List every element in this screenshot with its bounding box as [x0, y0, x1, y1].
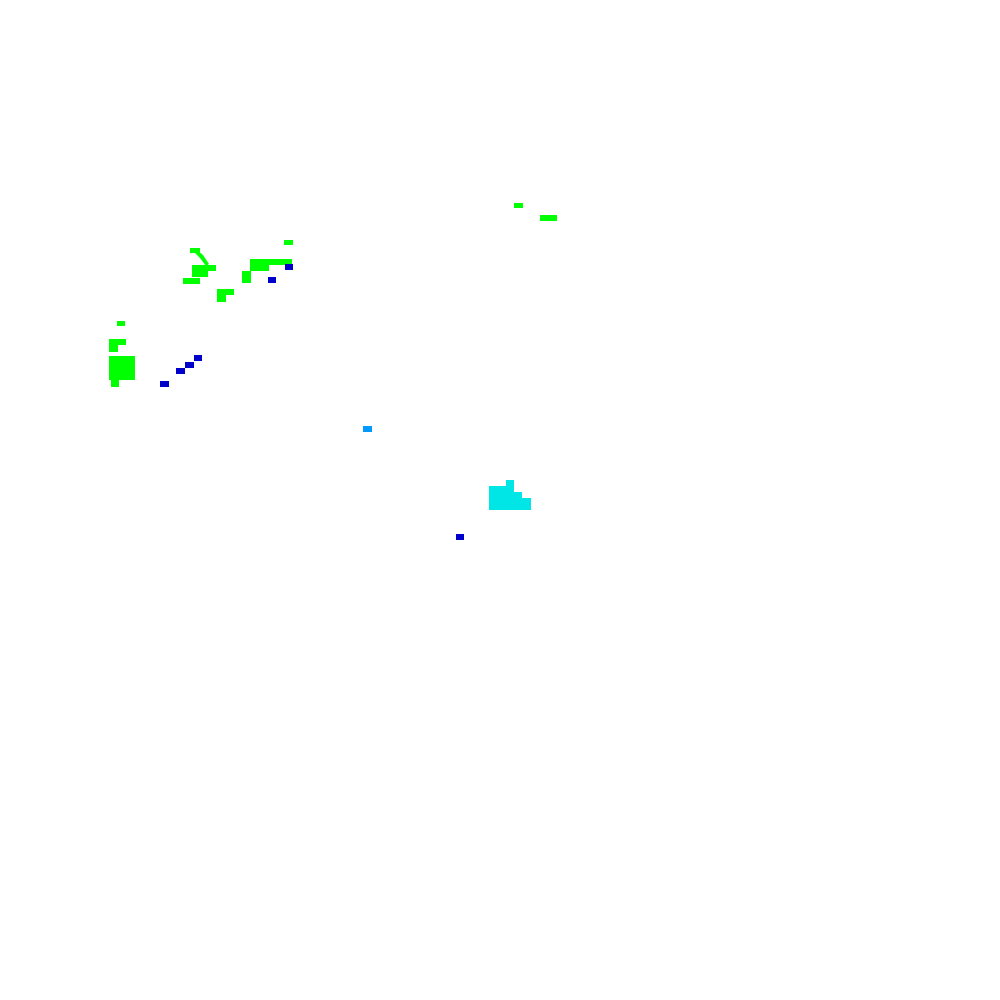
- green-patch: [109, 356, 135, 380]
- blue-marker: [194, 355, 202, 361]
- green-patch: [195, 250, 209, 266]
- green-patch: [284, 240, 293, 245]
- green-patch: [192, 270, 208, 277]
- cyan-patch: [489, 492, 522, 498]
- blue-marker: [160, 381, 169, 387]
- green-patch: [117, 321, 125, 326]
- cyan-region-layer: [489, 480, 531, 510]
- cyan-patch: [506, 480, 514, 487]
- green-patch: [109, 339, 126, 345]
- blue-marker: [285, 264, 293, 270]
- green-patch: [250, 264, 269, 271]
- green-patch: [514, 203, 523, 208]
- green-patch: [190, 248, 200, 253]
- green-patch: [540, 215, 557, 221]
- green-patch: [192, 265, 216, 271]
- green-patch: [109, 344, 118, 352]
- blue-marker: [456, 534, 464, 540]
- blue-marker: [176, 368, 185, 374]
- green-patches-layer: [109, 203, 557, 387]
- blue-marker: [185, 362, 194, 368]
- blue-marker: [268, 277, 276, 283]
- light-blue-marker-layer: [363, 426, 372, 432]
- blue-markers-layer: [160, 264, 464, 540]
- green-patch: [250, 259, 292, 265]
- green-patch: [242, 271, 251, 283]
- green-patch: [217, 294, 226, 302]
- cyan-patch: [489, 498, 531, 510]
- green-patch: [217, 289, 234, 295]
- green-patch: [111, 380, 119, 387]
- green-patch: [183, 278, 200, 284]
- light-blue-marker: [363, 426, 372, 432]
